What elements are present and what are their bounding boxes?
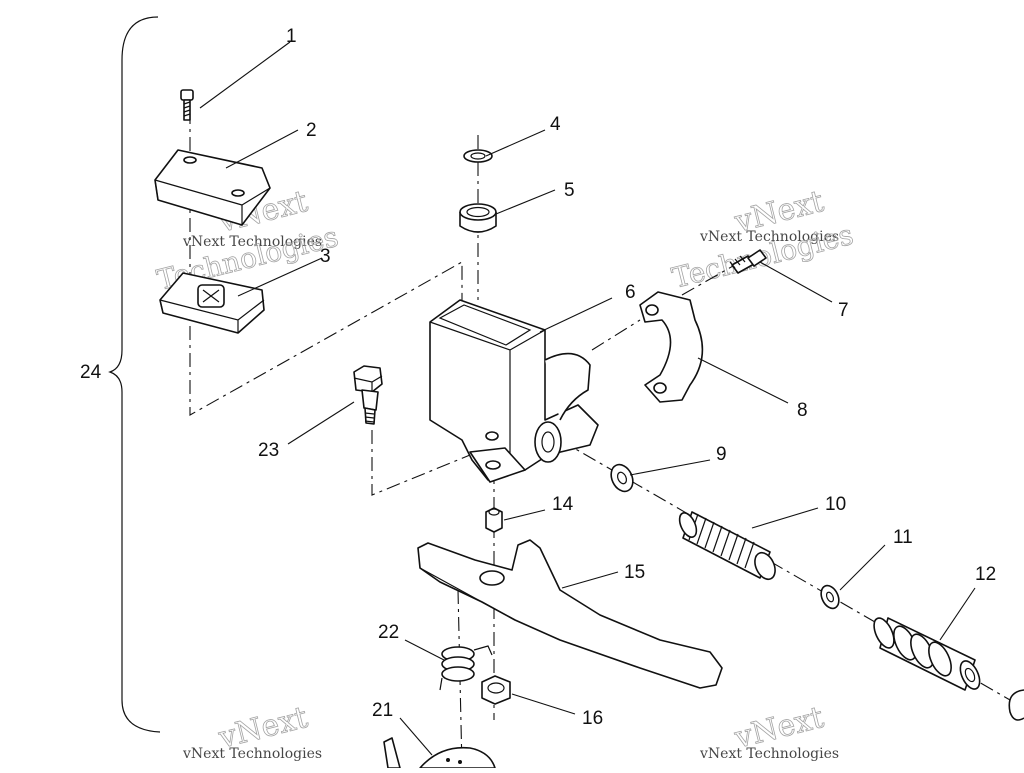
part-7-clamp-screw: [729, 249, 767, 274]
part-1-screw: [180, 89, 194, 121]
part-14-nut: [485, 507, 503, 533]
callout-16: 16: [582, 708, 603, 729]
callout-8: 8: [797, 400, 808, 421]
part-2-cover: [154, 149, 271, 226]
callout-4: 4: [550, 114, 561, 135]
part-4-oring: [463, 149, 493, 163]
leader-11: [839, 544, 886, 591]
centerline-pivot: [371, 430, 471, 496]
callout-11: 11: [893, 527, 913, 548]
part-3-diaphragm: [159, 272, 265, 334]
callout-23: 23: [258, 440, 279, 461]
leader-3: [237, 257, 323, 297]
callout-10: 10: [825, 494, 846, 515]
callout-14: 14: [552, 494, 574, 515]
callout-7: 7: [838, 300, 849, 321]
part-6-master-cylinder: [429, 299, 599, 483]
callout-22: 22: [378, 622, 399, 643]
callout-3: 3: [320, 246, 331, 267]
leader-6: [539, 297, 613, 333]
callout-21: 21: [372, 700, 393, 721]
part-22-spring: [439, 645, 493, 691]
part-10-spring: [678, 511, 776, 581]
watermark-bottom-left: vNext vNext Technologies: [182, 700, 322, 762]
watermark-bottom-right: vNext vNext Technologies: [699, 700, 839, 762]
callout-1: 1: [286, 26, 297, 47]
leader-23: [287, 401, 355, 445]
part-13-ring-partial: [1008, 689, 1024, 721]
leader-8: [697, 357, 789, 404]
svg-text:vNext Technologies: vNext Technologies: [182, 234, 322, 250]
part-21-switch: [383, 737, 496, 769]
callout-24: 24: [80, 362, 102, 383]
leader-21: [399, 717, 433, 756]
svg-text:vNext Technologies: vNext Technologies: [699, 229, 839, 245]
part-11-washer: [820, 584, 840, 610]
callout-15: 15: [624, 562, 645, 583]
leader-22: [404, 639, 445, 661]
part-12-piston: [873, 617, 981, 691]
leader-7: [759, 261, 833, 303]
leader-4: [485, 129, 546, 157]
svg-text:vNext Technologies: vNext Technologies: [182, 746, 322, 762]
leader-2: [225, 129, 299, 169]
leader-10: [751, 507, 819, 529]
callout-6: 6: [625, 282, 636, 303]
centerline-screw: [681, 261, 741, 296]
callout-5: 5: [564, 180, 575, 201]
callout-12: 12: [975, 564, 996, 585]
leader-9: [629, 459, 711, 476]
svg-text:vNext Technologies: vNext Technologies: [699, 746, 839, 762]
leader-16: [511, 693, 576, 715]
assembly-brace: [108, 16, 161, 733]
part-15-lever: [417, 539, 723, 689]
part-5-bushing: [459, 203, 497, 233]
leader-12: [939, 587, 976, 641]
leader-14: [503, 509, 546, 521]
part-16-nut: [481, 675, 511, 705]
callout-2: 2: [306, 120, 317, 141]
watermark-right: vNext vNext Technologies Technologies: [668, 184, 857, 296]
part-9-washer: [610, 463, 634, 493]
leader-1: [199, 41, 291, 109]
centerline-cap: [189, 110, 463, 416]
centerline-clamp: [591, 319, 641, 351]
callout-9: 9: [716, 444, 727, 465]
leader-15: [561, 571, 619, 589]
part-23-pivot-bolt: [353, 365, 383, 425]
part-8-clamp: [639, 291, 704, 403]
leader-5: [495, 189, 556, 215]
